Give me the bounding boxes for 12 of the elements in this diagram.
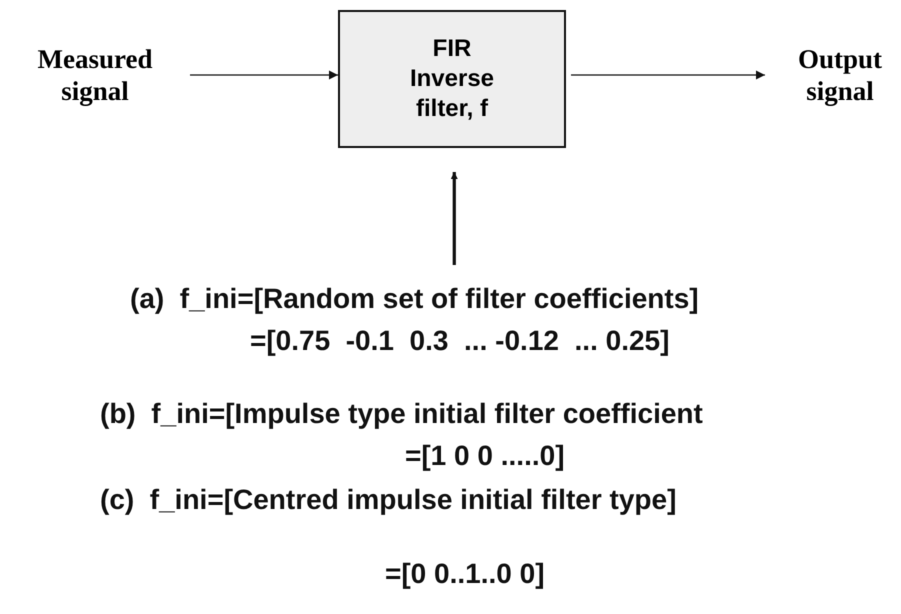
signal-label: Measured signal — [5, 35, 185, 115]
formula-text: (b) f_ini=[Impulse type initial filter coefficient — [100, 398, 703, 430]
formula-text: =[0.75 -0.1 0.3 ... -0.12 ... 0.25] — [250, 325, 670, 357]
filter-box: FIR Inverse filter, f — [338, 10, 566, 148]
formula-text: (c) f_ini=[Centred impulse initial filter type] — [100, 484, 676, 516]
formula-text: (a) f_ini=[Random set of filter coefficients] — [130, 283, 699, 315]
arrow — [450, 172, 458, 265]
formula-text: =[0 0..1..0 0] — [385, 558, 545, 590]
arrow — [190, 70, 338, 80]
arrow — [571, 70, 765, 80]
signal-label: Output signal — [765, 35, 901, 115]
formula-text: =[1 0 0 .....0] — [405, 440, 565, 472]
